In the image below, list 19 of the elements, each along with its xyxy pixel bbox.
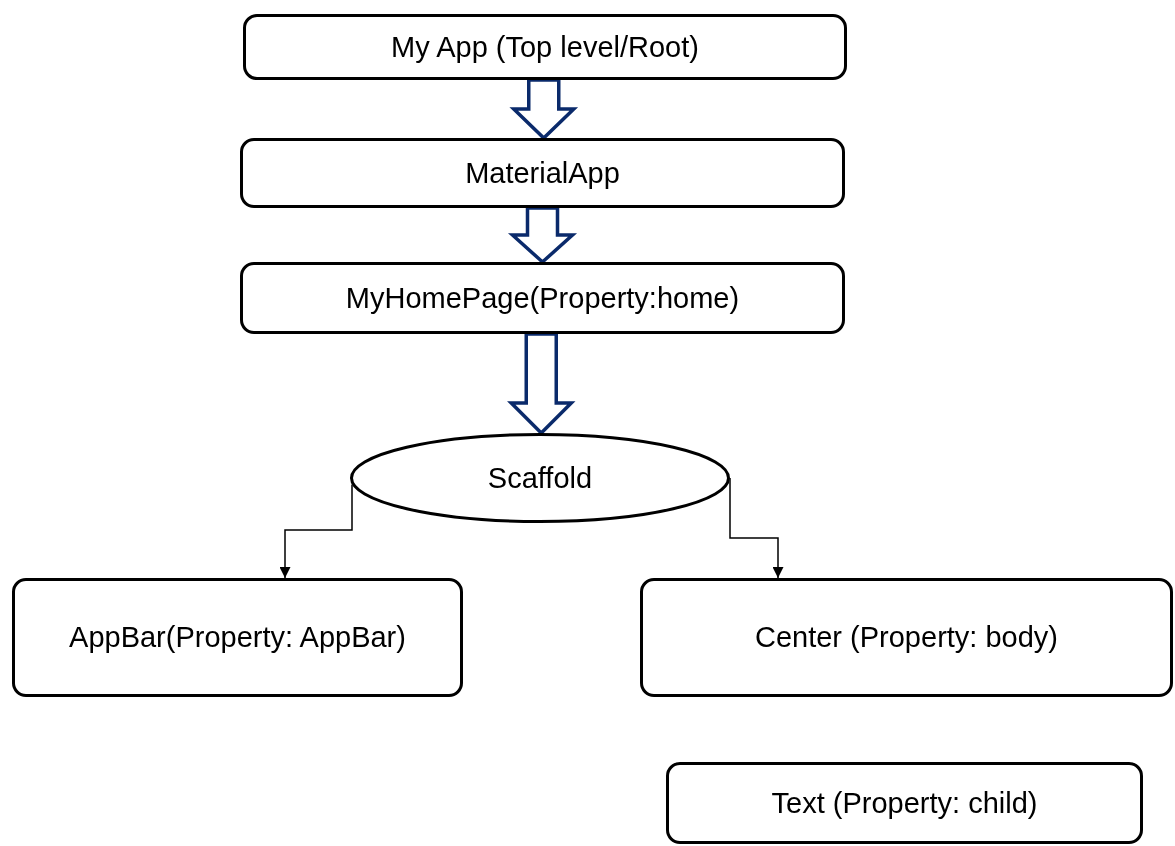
- block-arrow: [509, 78, 579, 141]
- process-box: [640, 578, 1173, 697]
- node-label: MyHomePage(Property:home): [344, 280, 741, 316]
- process-box: [240, 138, 845, 208]
- node-label: Text (Property: child): [770, 785, 1039, 821]
- node-label: Center (Property: body): [754, 620, 1059, 655]
- block-arrow: [507, 206, 578, 265]
- process-box: [243, 14, 847, 80]
- block-arrow: [507, 332, 576, 436]
- arrow: [729, 477, 784, 579]
- process-box: [12, 578, 463, 697]
- arrow: [279, 483, 353, 579]
- process-box: [666, 762, 1143, 844]
- node-label: AppBar(Property: AppBar): [68, 620, 407, 655]
- node-label: Scaffold: [486, 460, 594, 496]
- ellipse-node: [350, 433, 730, 523]
- node-label: MaterialApp: [464, 155, 621, 191]
- node-label: My App (Top level/Root): [390, 29, 700, 65]
- process-box: [240, 262, 845, 334]
